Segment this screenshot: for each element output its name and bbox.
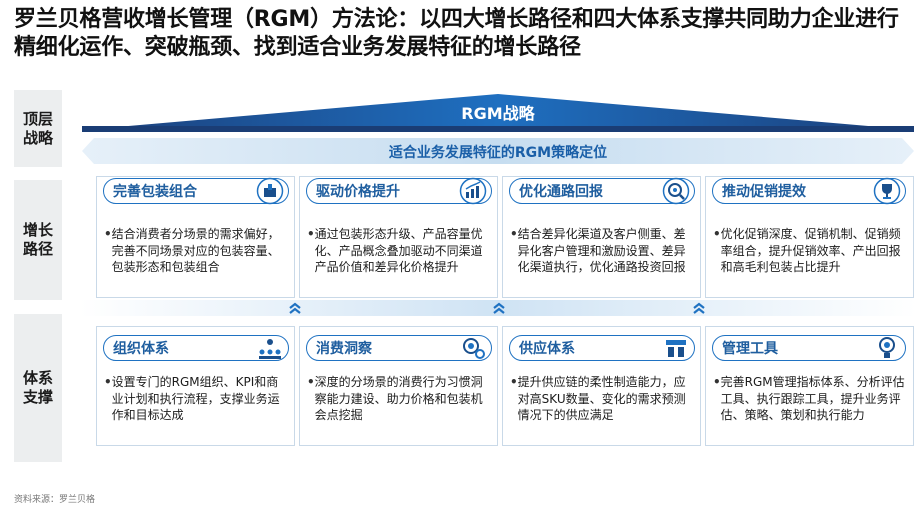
rgm-strategy-roof — [82, 94, 914, 132]
growth-path-text: •结合消费者分场景的需求偏好，完善不同场景对应的包装容量、包装形态和包装组合 — [104, 227, 280, 274]
organization-icon — [259, 339, 281, 359]
support-system-text: •提升供应链的柔性制造能力，应对高SKU数量、变化的需求预测情况下的供应满足 — [510, 375, 686, 422]
page-title: 罗兰贝格营收增长管理（RGM）方法论：以四大增长路径和四大体系支撑共同助力企业进… — [14, 7, 899, 60]
chevron-up-icon — [493, 302, 505, 314]
connector-band — [80, 300, 916, 316]
support-system-text: •设置专门的RGM组织、KPI和商业计划和执行流程，支撑业务运作和目标达成 — [104, 375, 280, 422]
channel-return-icon — [662, 177, 690, 205]
side-label-growth-path: 增长路径 — [14, 180, 62, 300]
trophy-icon — [873, 177, 901, 205]
side-label-top-strategy: 顶层战略 — [14, 90, 62, 167]
roof-label: RGM战略 — [461, 104, 535, 123]
support-system-header: 消费洞察 — [306, 335, 492, 361]
growth-path-header: 推动促销提效 — [712, 178, 906, 204]
support-system-header: 管理工具 — [712, 335, 906, 361]
growth-path-text: •优化促销深度、促销机制、促销频率组合，提升促销效率、产出回报和高毛利包装占比提… — [713, 227, 901, 274]
banner-label: 适合业务发展特征的RGM策略定位 — [388, 145, 608, 161]
insight-gear-icon — [463, 338, 485, 359]
strategy-positioning-banner — [82, 138, 914, 164]
support-system-header: 供应体系 — [509, 335, 695, 361]
support-system-header: 组织体系 — [103, 335, 289, 361]
package-icon — [256, 177, 284, 205]
source-note: 资料来源：罗兰贝格 — [14, 495, 96, 505]
tool-bulb-icon — [879, 337, 895, 358]
support-system-text: •完善RGM管理指标体系、分析评估工具、执行跟踪工具，提升业务评估、策略、策划和… — [713, 375, 905, 422]
support-system-text: •深度的分场景的消费行为习惯洞察能力建设、助力价格和包装机会点挖掘 — [307, 375, 483, 422]
supply-icon — [666, 340, 686, 357]
side-label-system-support: 体系支撑 — [14, 314, 62, 462]
growth-path-text: •通过包装形态升级、产品容量优化、产品概念叠加驱动不同渠道产品价值和差异化价格提… — [307, 227, 483, 274]
chevron-up-icon — [693, 302, 705, 314]
chevron-up-icon — [289, 302, 301, 314]
growth-path-text: •结合差异化渠道及客户侧重、差异化客户管理和激励设置、差异化渠道执行，优化通路投… — [510, 227, 686, 274]
price-chart-icon — [459, 177, 487, 205]
